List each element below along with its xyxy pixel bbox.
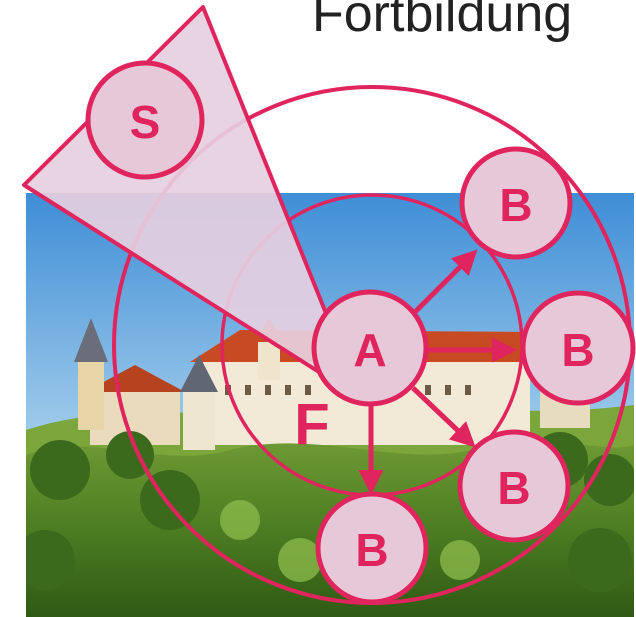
- arrow-to-b-lower-right: [411, 386, 476, 448]
- node-b-right-label: B: [561, 324, 594, 376]
- node-b-right: B: [520, 290, 636, 406]
- node-s-label: S: [130, 96, 161, 148]
- node-b-lower-right-label: B: [497, 462, 530, 514]
- node-b-top-label: B: [499, 179, 532, 231]
- field-label: F: [294, 393, 329, 458]
- node-b-bottom-label: B: [355, 524, 388, 576]
- node-b-bottom: B: [315, 491, 429, 605]
- node-a: A: [311, 289, 429, 407]
- node-b-lower-right: B: [457, 429, 571, 543]
- node-a-label: A: [353, 324, 386, 376]
- page-title: Fortbildung: [312, 0, 573, 43]
- arrow-to-b-top: [410, 249, 478, 317]
- node-s: S: [85, 60, 205, 180]
- arrows: [358, 249, 517, 495]
- node-b-top: B: [459, 146, 573, 260]
